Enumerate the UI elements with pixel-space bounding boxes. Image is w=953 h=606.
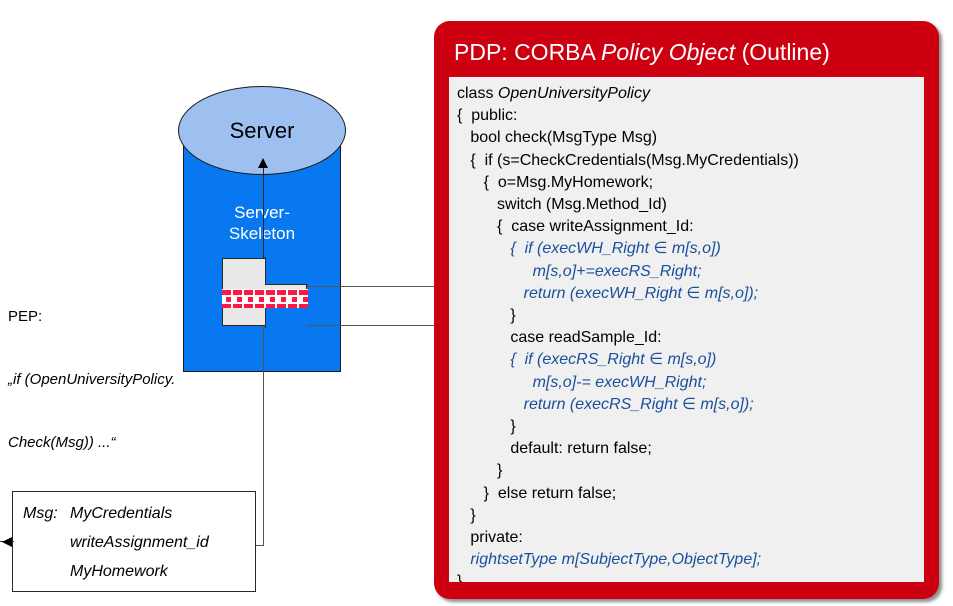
pdp-title-prefix: PDP: CORBA xyxy=(454,39,601,65)
msg-connector-stub xyxy=(256,545,264,546)
msg-box: Msg: MyCredentials writeAssignment_id MyH… xyxy=(12,491,256,592)
pep-caption: PEP: „if (OpenUniversityPolicy. Check(Ms… xyxy=(8,264,175,495)
skeleton-to-server-line xyxy=(263,166,264,278)
pdp-title-suffix: (Outline) xyxy=(735,39,830,65)
code-line-17: } xyxy=(457,462,503,480)
pep-notch-bottom xyxy=(265,305,308,328)
code-line-1: { public: xyxy=(457,107,518,125)
pep-heading: PEP: xyxy=(8,308,43,325)
msg-field-method: writeAssignment_id xyxy=(70,534,209,551)
pdp-title-emphasis: Policy Object xyxy=(600,39,736,65)
code-line-2: bool check(MsgType Msg) xyxy=(457,129,658,147)
server-label: Server xyxy=(229,117,295,143)
code-line-13: m[s,o]-= execWH_Right; xyxy=(457,373,707,391)
firewall-brick-icon xyxy=(222,289,308,308)
code-class-name: OpenUniversityPolicy xyxy=(497,85,650,102)
code-line-10: } xyxy=(457,307,516,325)
msg-field-credentials: MyCredentials xyxy=(70,505,173,522)
code-line-5: switch (Msg.Method_Id) xyxy=(457,196,667,214)
code-line-11: case readSample_Id: xyxy=(457,329,662,347)
code-line-8: m[s,o]+=execRS_Right; xyxy=(457,262,702,280)
code-line-15: } xyxy=(457,418,516,436)
pep-code-line-2: Check(Msg)) ...“ xyxy=(8,434,116,451)
pep-to-msg-line xyxy=(263,326,264,545)
skeleton-to-server-arrowhead xyxy=(258,158,268,168)
pdp-panel-title: PDP: CORBA Policy Object (Outline) xyxy=(454,39,830,66)
code-line-20: private: xyxy=(457,529,523,547)
code-line-6: { case writeAssignment_Id: xyxy=(457,218,694,236)
code-line-19: } xyxy=(457,506,476,524)
msg-row-0: Msg: MyCredentials xyxy=(23,499,255,528)
pep-code-line-1: „if (OpenUniversityPolicy. xyxy=(8,371,176,388)
code-line-22: } xyxy=(457,573,463,582)
code-line-7: { if (execWH_Right ∈ m[s,o]) xyxy=(457,240,721,258)
code-line-3: { if (s=CheckCredentials(Msg.MyCredentia… xyxy=(457,151,799,169)
pep-notch-top xyxy=(265,257,308,285)
code-line-21: rightsetType m[SubjectType,ObjectType]; xyxy=(457,551,762,569)
msg-row-1: writeAssignment_id xyxy=(23,528,255,557)
code-line-4: { o=Msg.MyHomework; xyxy=(457,173,654,191)
code-line-0: class OpenUniversityPolicy xyxy=(457,83,924,105)
msg-label: Msg: xyxy=(23,505,58,522)
code-line-14: return (execRS_Right ∈ m[s,o]); xyxy=(457,395,754,413)
incoming-msg-arrowhead xyxy=(2,537,12,547)
code-line-18: } else return false; xyxy=(457,484,617,502)
pdp-code-listing: class OpenUniversityPolicy { public: bool… xyxy=(449,77,924,582)
code-line-9: return (execWH_Right ∈ m[s,o]); xyxy=(457,284,759,302)
server-skeleton-label: Server- Skeleton xyxy=(228,203,296,243)
code-keyword-class: class xyxy=(457,85,498,102)
pdp-panel: PDP: CORBA Policy Object (Outline) class… xyxy=(434,21,939,599)
msg-field-object: MyHomework xyxy=(70,563,168,580)
msg-row-2: MyHomework xyxy=(23,557,255,586)
code-line-16: default: return false; xyxy=(457,440,652,458)
code-line-12: { if (execRS_Right ∈ m[s,o]) xyxy=(457,351,717,369)
